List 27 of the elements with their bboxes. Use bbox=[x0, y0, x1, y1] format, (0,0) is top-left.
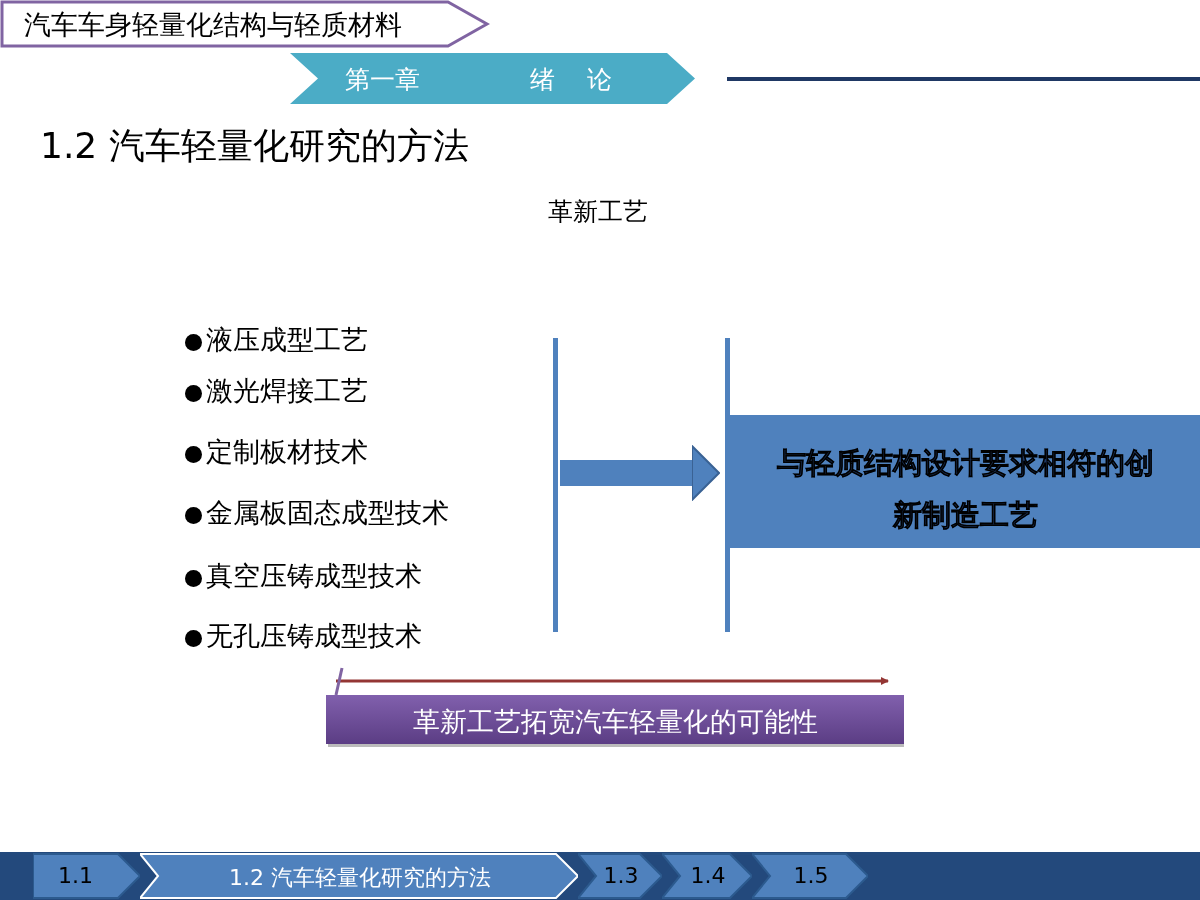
tab-text: 1.5 bbox=[792, 863, 830, 888]
list-item: 金属板固态成型技术 bbox=[206, 496, 449, 530]
result-box bbox=[725, 338, 1200, 632]
navigation-tab bbox=[578, 853, 662, 899]
chapter-name: 绪 论 bbox=[530, 64, 612, 96]
chapter-banner bbox=[290, 53, 695, 104]
slide-title: 1.2 汽车轻量化研究的方法 bbox=[40, 124, 469, 168]
navigation-tab bbox=[662, 853, 752, 899]
list-item: 无孔压铸成型技术 bbox=[206, 619, 422, 653]
block-arrow bbox=[560, 445, 720, 501]
list-item: 激光焊接工艺 bbox=[206, 374, 368, 408]
tab-text: 1.2 汽车轻量化研究的方法 bbox=[228, 864, 492, 892]
box-text: 与轻质结构设计要求相符的创新制造工艺 bbox=[775, 445, 1155, 534]
navigation-tab bbox=[752, 853, 868, 899]
list-item: 定制板材技术 bbox=[206, 435, 368, 469]
band-text: 革新工艺拓宽汽车轻量化的可能性 bbox=[411, 705, 819, 739]
conclusion-band bbox=[326, 695, 904, 747]
subtitle-text: 革新工艺 bbox=[548, 196, 648, 228]
title-banner bbox=[0, 0, 490, 48]
navigation-tab bbox=[33, 853, 140, 899]
list-item: 液压成型工艺 bbox=[206, 323, 368, 357]
banner-text: 汽车车身轻量化结构与轻质材料 bbox=[24, 8, 402, 42]
tab-text: 1.4 bbox=[689, 863, 727, 888]
chapter-number: 第一章 bbox=[345, 64, 420, 96]
list-item: 真空压铸成型技术 bbox=[206, 559, 422, 593]
tab-text: 1.3 bbox=[602, 863, 640, 888]
tab-text: 1.1 bbox=[57, 863, 94, 888]
